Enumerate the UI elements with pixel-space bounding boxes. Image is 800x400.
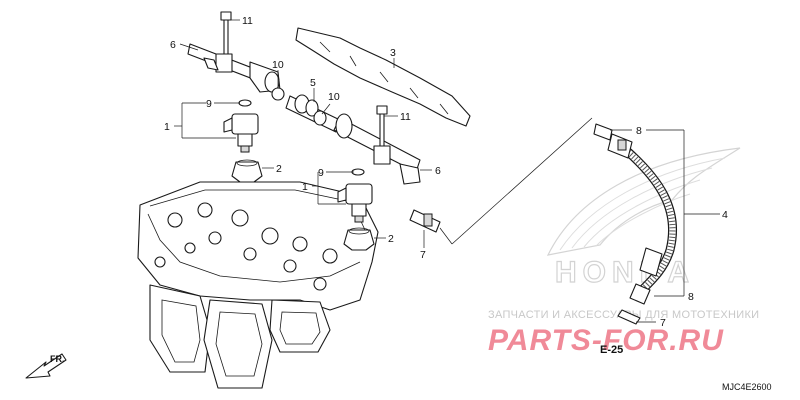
- callout-6-right: 6: [435, 165, 441, 177]
- front-arrow-label: FR.: [50, 354, 65, 364]
- diagram-code: MJC4E2600: [722, 382, 772, 392]
- fuel-rail-right: [333, 105, 421, 185]
- fuel-rail-left: [187, 11, 281, 93]
- callout-9-upper: 9: [206, 98, 212, 110]
- callout-3: 3: [390, 47, 396, 59]
- callout-2-lower: 2: [388, 233, 394, 245]
- throttle-body-assembly: [137, 181, 379, 389]
- callout-1-lower: 1: [302, 181, 308, 193]
- callout-10-center: 10: [328, 91, 340, 103]
- honda-logo-text: HONDA: [555, 256, 695, 289]
- honda-wing-logo: HONDA: [546, 147, 741, 290]
- fuel-feed-hose: [593, 123, 678, 325]
- front-direction-arrow: FR.: [25, 353, 67, 379]
- callout-8-bottom: 8: [688, 291, 694, 303]
- callout-2-upper: 2: [276, 163, 282, 175]
- fuel-pressure-sensor: [409, 209, 441, 233]
- callout-6-left: 6: [170, 39, 176, 51]
- callout-7-bottom: 7: [660, 317, 666, 329]
- callout-7-center: 7: [420, 249, 426, 261]
- callout-5: 5: [310, 77, 316, 89]
- heat-protector-plate: [295, 27, 471, 127]
- callout-11-left: 11: [242, 15, 253, 27]
- injector-lower: [337, 168, 375, 251]
- injector-upper: [223, 99, 263, 183]
- callout-labels: 11 6 10 9 1 2 3 5 10 11 9 1 6 2 7 8 4 8 …: [164, 15, 728, 329]
- housing-bosses: [154, 202, 338, 291]
- callout-8-top: 8: [636, 125, 642, 137]
- connecting-pipe: [271, 87, 341, 133]
- callout-10-left: 10: [272, 59, 284, 71]
- watermark: ЗАПЧАСТИ И АКСЕССУАРЫ ДЛЯ МОТОТЕХНИКИ PA…: [488, 309, 759, 357]
- callout-9-lower: 9: [318, 167, 324, 179]
- callout-11-right: 11: [400, 111, 411, 123]
- leader-lines: [174, 19, 720, 323]
- callout-4: 4: [722, 209, 728, 221]
- watermark-logo: PARTS-FOR.RU: [488, 324, 724, 357]
- reference-label: E-25: [600, 344, 623, 356]
- callout-1-upper: 1: [164, 121, 170, 133]
